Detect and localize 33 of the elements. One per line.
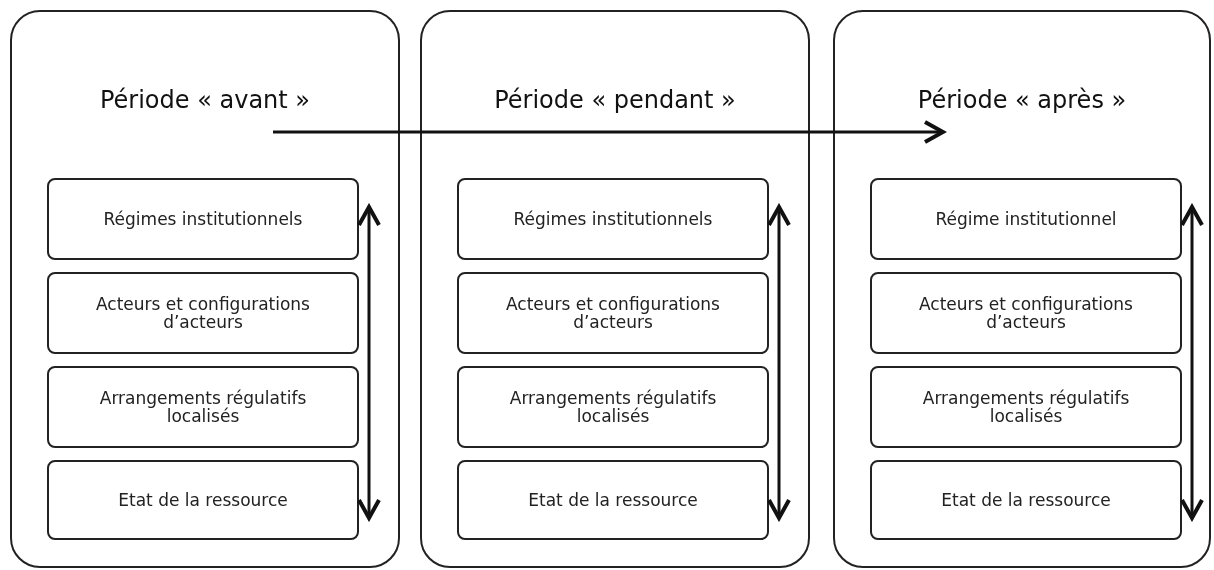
level-label: Arrangements régulatifs localisés (98, 389, 308, 425)
double-arrow (767, 205, 791, 520)
level-box (457, 460, 769, 540)
period-heading: Période « avant » (98, 86, 312, 114)
level-label: Acteurs et configurations d’acteurs (918, 295, 1134, 331)
level-box (457, 178, 769, 260)
level-label: Etat de la ressource (940, 491, 1112, 509)
period-panel (420, 10, 810, 568)
level-label: Acteurs et configurations d’acteurs (505, 295, 721, 331)
level-box (457, 366, 769, 448)
double-arrow (357, 205, 381, 520)
level-box (870, 272, 1182, 354)
level-label: Régimes institutionnels (512, 210, 714, 228)
level-box (870, 178, 1182, 260)
level-label: Etat de la ressource (527, 491, 699, 509)
level-label: Arrangements régulatifs localisés (921, 389, 1131, 425)
period-heading: Période « après » (916, 86, 1128, 114)
period-panel (10, 10, 400, 568)
level-box (47, 460, 359, 540)
level-box (457, 272, 769, 354)
level-box (47, 272, 359, 354)
level-label: Régime institutionnel (934, 210, 1118, 228)
level-box (47, 366, 359, 448)
double-arrow (1180, 205, 1204, 520)
level-box (870, 460, 1182, 540)
period-heading: Période « pendant » (493, 86, 737, 114)
level-label: Régimes institutionnels (102, 210, 304, 228)
level-box (870, 366, 1182, 448)
period-panel (833, 10, 1211, 568)
level-label: Arrangements régulatifs localisés (508, 389, 718, 425)
level-label: Etat de la ressource (117, 491, 289, 509)
level-box (47, 178, 359, 260)
level-label: Acteurs et configurations d’acteurs (95, 295, 311, 331)
